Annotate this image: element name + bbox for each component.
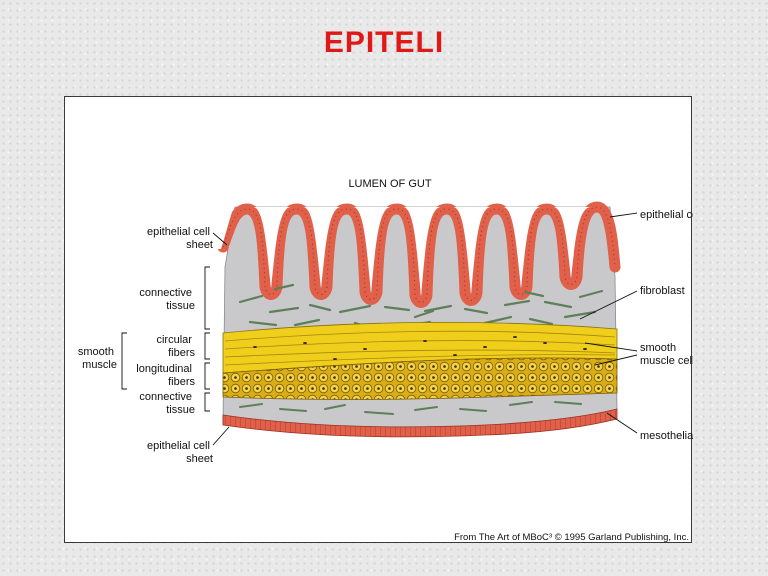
label-connective-tissue-bottom: connective tissue [139, 391, 195, 416]
slide-title: EPITELI [323, 26, 445, 59]
gut-wall-figure: LUMEN OF GUT epithelial cell sheet conne… [64, 96, 693, 543]
longitudinal-muscle-layer [222, 357, 618, 400]
label-epithelial-cell: epithelial cell [640, 209, 693, 221]
label-smooth-muscle: smooth muscle [78, 346, 117, 371]
label-mesothelial-cell: mesothelial cell [640, 430, 693, 442]
label-brackets [121, 212, 638, 446]
label-fibroblast: fibroblast [640, 285, 685, 297]
label-connective-tissue-top: connective tissue [139, 287, 195, 312]
gut-wall-diagram: LUMEN OF GUT epithelial cell sheet conne… [78, 157, 693, 543]
label-circular-fibers: circular fibers [156, 334, 195, 359]
epithelial-villi [217, 201, 621, 308]
figure-credit: From The Art of MBoC³ © 1995 Garland Pub… [454, 532, 689, 543]
label-epithelial-cell-sheet-bottom: epithelial cell sheet [147, 440, 213, 465]
label-epithelial-cell-sheet-top: epithelial cell sheet [147, 226, 213, 251]
lumen-heading: LUMEN OF GUT [348, 178, 431, 190]
lumen-gaps [215, 203, 591, 295]
mesothelium-layer [222, 408, 618, 438]
label-longitudinal-fibers: longitudinal fibers [136, 363, 195, 388]
